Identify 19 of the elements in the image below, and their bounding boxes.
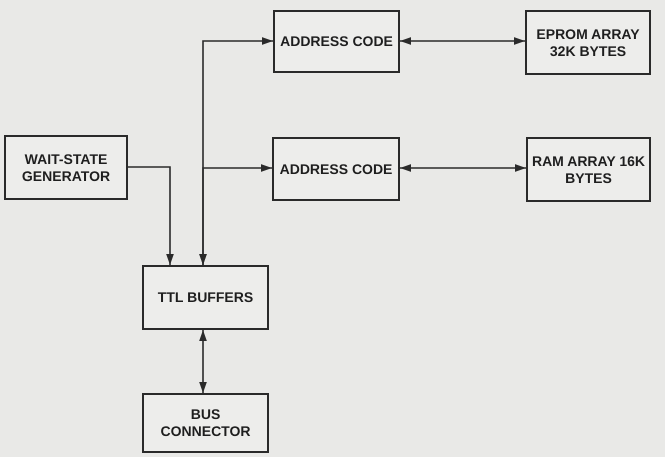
block-box: [4, 135, 128, 200]
arrow: [400, 164, 526, 172]
block-box: [142, 265, 269, 330]
arrow: [400, 37, 525, 45]
block-label: ADDRESS CODE: [280, 33, 393, 50]
block-label: BUS CONNECTOR: [160, 406, 252, 440]
block-label: EPROM ARRAY 32K BYTES: [535, 26, 641, 60]
block-box: [142, 393, 269, 453]
arrow: [199, 164, 272, 265]
block-label: ADDRESS CODE: [280, 160, 392, 178]
block-box: [272, 137, 400, 201]
block-box: [273, 10, 400, 73]
block-label: RAM ARRAY 16K BYTES: [530, 152, 646, 186]
block-box: [525, 10, 651, 75]
block-label: WAIT-STATE GENERATOR: [20, 150, 112, 184]
block-label: TTL BUFFERS: [158, 289, 254, 306]
arrow: [128, 166, 174, 265]
arrow: [199, 330, 207, 393]
block-box: [526, 137, 651, 202]
